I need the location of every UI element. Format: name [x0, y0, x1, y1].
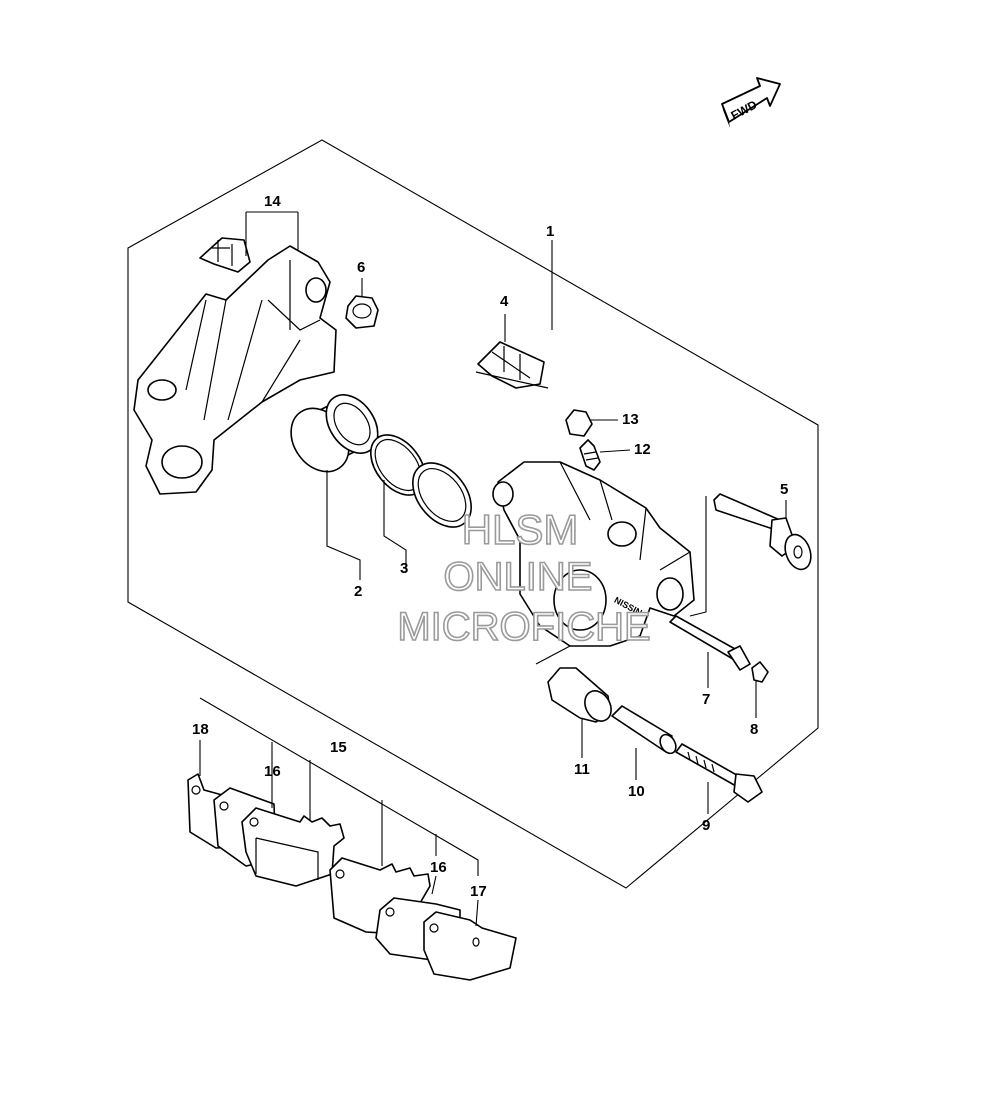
part-17-pad-shim-outer [423, 911, 517, 981]
part-12-bleeder-valve [579, 439, 601, 471]
callout-18: 18 [192, 721, 209, 738]
callout-6: 6 [357, 259, 365, 276]
assembly-frame [127, 139, 819, 889]
callout-16-left: 16 [264, 763, 281, 780]
part-10-sleeve [611, 705, 677, 755]
callout-11: 11 [574, 761, 590, 778]
callout-9: 9 [702, 817, 710, 834]
callout-17: 17 [470, 883, 487, 900]
callout-15: 15 [330, 739, 347, 756]
watermark-line3: MICROFICHE [397, 605, 650, 649]
callout-2: 2 [354, 583, 362, 600]
callout-14: 14 [264, 193, 281, 210]
callout-16-right: 16 [430, 859, 447, 876]
fwd-arrow-shape [721, 77, 781, 123]
fwd-arrow-shadow [722, 104, 730, 128]
watermark-line1: HLSM [462, 506, 579, 553]
part-9-bolt [675, 743, 763, 803]
leader-lines [199, 211, 787, 927]
part-4-pad-spring [475, 341, 549, 389]
part-7-pad-pin [669, 615, 751, 671]
part-1-caliper-body: NISSIN [492, 461, 695, 647]
callout-4: 4 [500, 293, 509, 310]
part-13-bleeder-cap [565, 409, 593, 437]
callout-13: 13 [622, 411, 639, 428]
watermark: HLSM ONLINE MICROFICHE [397, 505, 652, 650]
part-2-piston [290, 394, 379, 473]
part-14-caliper-bracket [133, 237, 337, 495]
part-11-boot [547, 667, 612, 723]
callout-3: 3 [400, 560, 408, 577]
callout-5: 5 [780, 481, 788, 498]
callout-10: 10 [628, 783, 645, 800]
part-15-brake-pad-left [241, 807, 345, 887]
watermark-line2: ONLINE [444, 555, 593, 599]
callout-8: 8 [750, 721, 758, 738]
fwd-arrow-badge: FWD [721, 77, 781, 128]
part-6-bushing [345, 295, 379, 329]
part-8-pin-plug [751, 661, 769, 683]
callout-7: 7 [702, 691, 710, 708]
part-5-slide-pin [713, 493, 812, 571]
callout-12: 12 [634, 441, 651, 458]
callout-1: 1 [546, 223, 554, 240]
